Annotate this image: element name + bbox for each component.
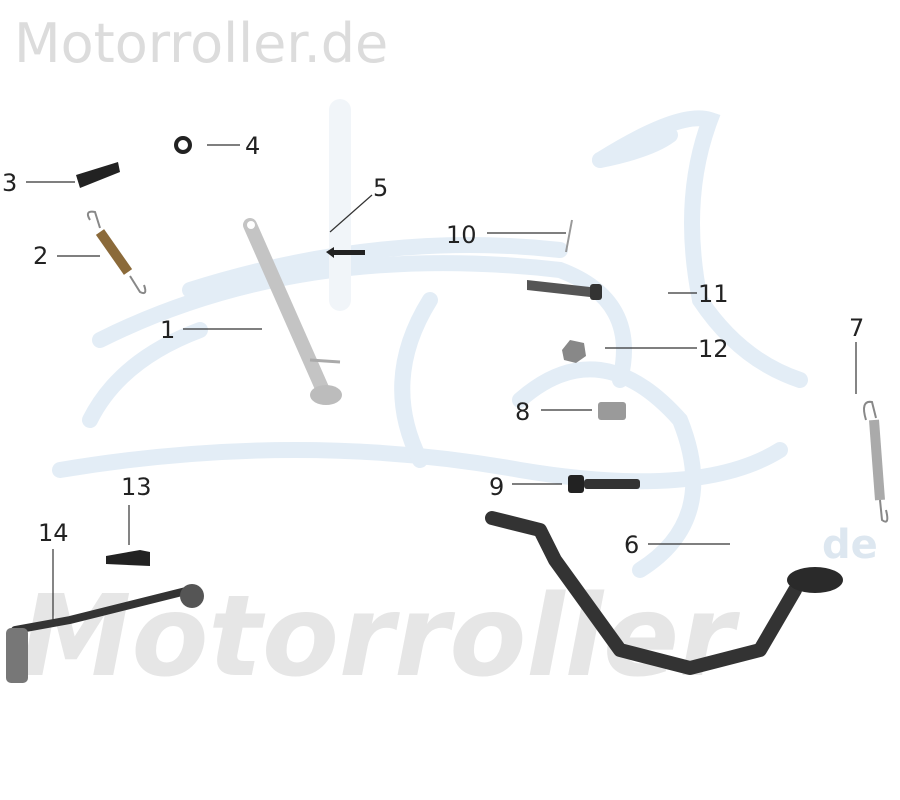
callout-13: 13 bbox=[121, 473, 152, 501]
callout-8: 8 bbox=[515, 398, 530, 426]
watermark-suffix: de bbox=[822, 522, 878, 568]
scooter-logo-watermark bbox=[52, 99, 808, 578]
callout-7: 7 bbox=[849, 314, 864, 342]
callout-9: 9 bbox=[489, 473, 504, 501]
part-7-spring bbox=[863, 400, 889, 523]
part-6-kickstand-lever bbox=[485, 511, 843, 675]
callout-4: 4 bbox=[245, 132, 260, 160]
callout-14: 14 bbox=[38, 519, 69, 547]
callout-5: 5 bbox=[373, 174, 388, 202]
watermark-brand: Motorroller bbox=[20, 572, 741, 702]
callout-11: 11 bbox=[698, 280, 729, 308]
part-13-bolt bbox=[106, 550, 150, 566]
part-2-spring bbox=[86, 210, 147, 295]
watermark-title: Motorroller.de bbox=[14, 12, 389, 75]
part-1-side-stand bbox=[243, 218, 342, 405]
callout-12: 12 bbox=[698, 335, 729, 363]
part-10-cotter-pin bbox=[565, 219, 573, 253]
callout-3: 3 bbox=[2, 169, 17, 197]
part-3-bolt bbox=[76, 162, 120, 188]
callout-2: 2 bbox=[33, 242, 48, 270]
part-5-pin bbox=[326, 247, 365, 258]
part-4-nut bbox=[174, 136, 192, 154]
part-8-sleeve bbox=[598, 402, 626, 420]
callout-6: 6 bbox=[624, 531, 639, 559]
callout-10: 10 bbox=[446, 221, 477, 249]
part-14-gear-shift-lever bbox=[6, 584, 204, 683]
part-12-nut bbox=[562, 340, 586, 363]
callout-1: 1 bbox=[160, 316, 175, 344]
part-9-bolt bbox=[568, 475, 640, 493]
leader-lines bbox=[26, 144, 857, 620]
part-11-bolt bbox=[527, 280, 602, 300]
